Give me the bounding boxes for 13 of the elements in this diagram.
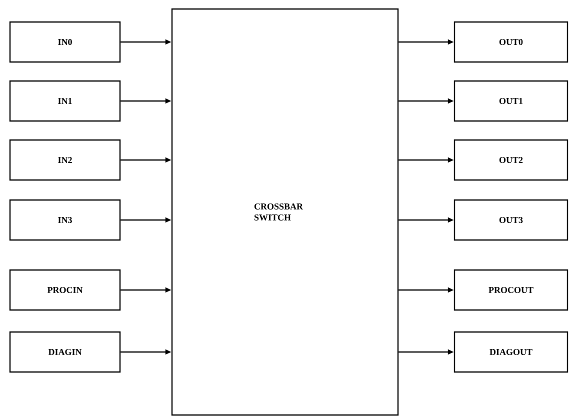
- input-box: IN3: [9, 199, 121, 241]
- output-box: DIAGOUT: [454, 331, 568, 373]
- output-box: OUT3: [454, 199, 568, 241]
- input-box: IN1: [9, 80, 121, 122]
- switch-box: CROSSBAR SWITCH: [171, 8, 399, 416]
- output-box: OUT1: [454, 80, 568, 122]
- input-box: IN2: [9, 139, 121, 181]
- output-box: OUT0: [454, 21, 568, 63]
- input-box: DIAGIN: [9, 331, 121, 373]
- output-box: PROCOUT: [454, 269, 568, 311]
- output-box: OUT2: [454, 139, 568, 181]
- input-box: IN0: [9, 21, 121, 63]
- input-box: PROCIN: [9, 269, 121, 311]
